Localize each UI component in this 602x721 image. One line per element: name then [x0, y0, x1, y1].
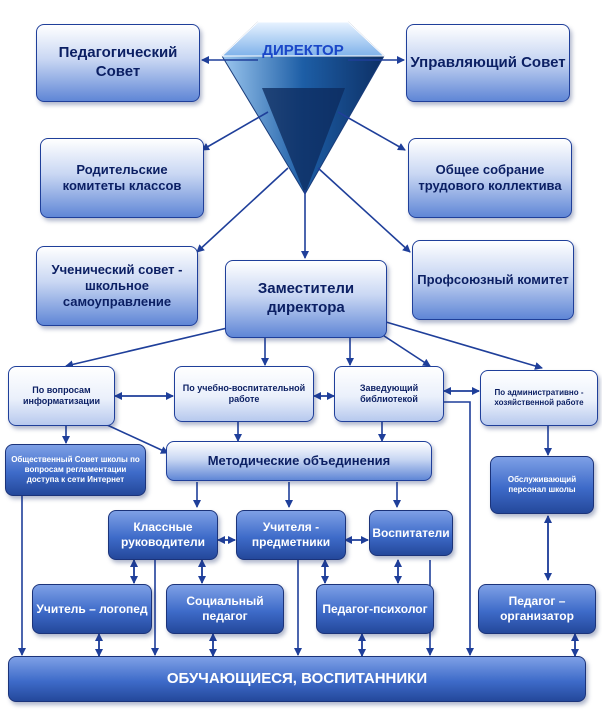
organizer-box: Педагог – организатор	[478, 584, 596, 634]
connector-lines	[18, 56, 579, 657]
director-title: ДИРЕКТОР	[262, 42, 344, 59]
service-staff-box: Обслуживающий персонал школы	[490, 456, 594, 514]
general-meeting-box: Общее собрание трудового коллектива	[408, 138, 572, 218]
parent-committees-box: Родительские комитеты классов	[40, 138, 204, 218]
library-head-box: Заведующий библиотекой	[334, 366, 444, 422]
director-diamond	[220, 21, 386, 195]
deputies-box: Заместители директора	[225, 260, 387, 338]
psychologist-box: Педагог-психолог	[316, 584, 434, 634]
educational-work-box: По учебно-воспитательной работе	[174, 366, 314, 422]
method-unions-box: Методические объединения	[166, 441, 432, 481]
manage-council-box: Управляющий Совет	[406, 24, 570, 102]
social-pedagogue-box: Социальный педагог	[166, 584, 284, 634]
student-council-box: Ученический совет - школьное самоуправле…	[36, 246, 198, 326]
educators-box: Воспитатели	[369, 510, 453, 556]
info-questions-box: По вопросам информатизации	[8, 366, 115, 426]
admin-work-box: По административно - хозяйственной работ…	[480, 370, 598, 426]
students-box: ОБУЧАЮЩИЕСЯ, ВОСПИТАННИКИ	[8, 656, 586, 702]
ped-council-box: Педагогический Совет	[36, 24, 200, 102]
speech-therapist-box: Учитель – логопед	[32, 584, 152, 634]
trade-union-box: Профсоюзный комитет	[412, 240, 574, 320]
class-teachers-box: Классные руководители	[108, 510, 218, 560]
public-council-box: Общественный Совет школы по вопросам рег…	[5, 444, 146, 496]
subject-teachers-box: Учителя - предметники	[236, 510, 346, 560]
